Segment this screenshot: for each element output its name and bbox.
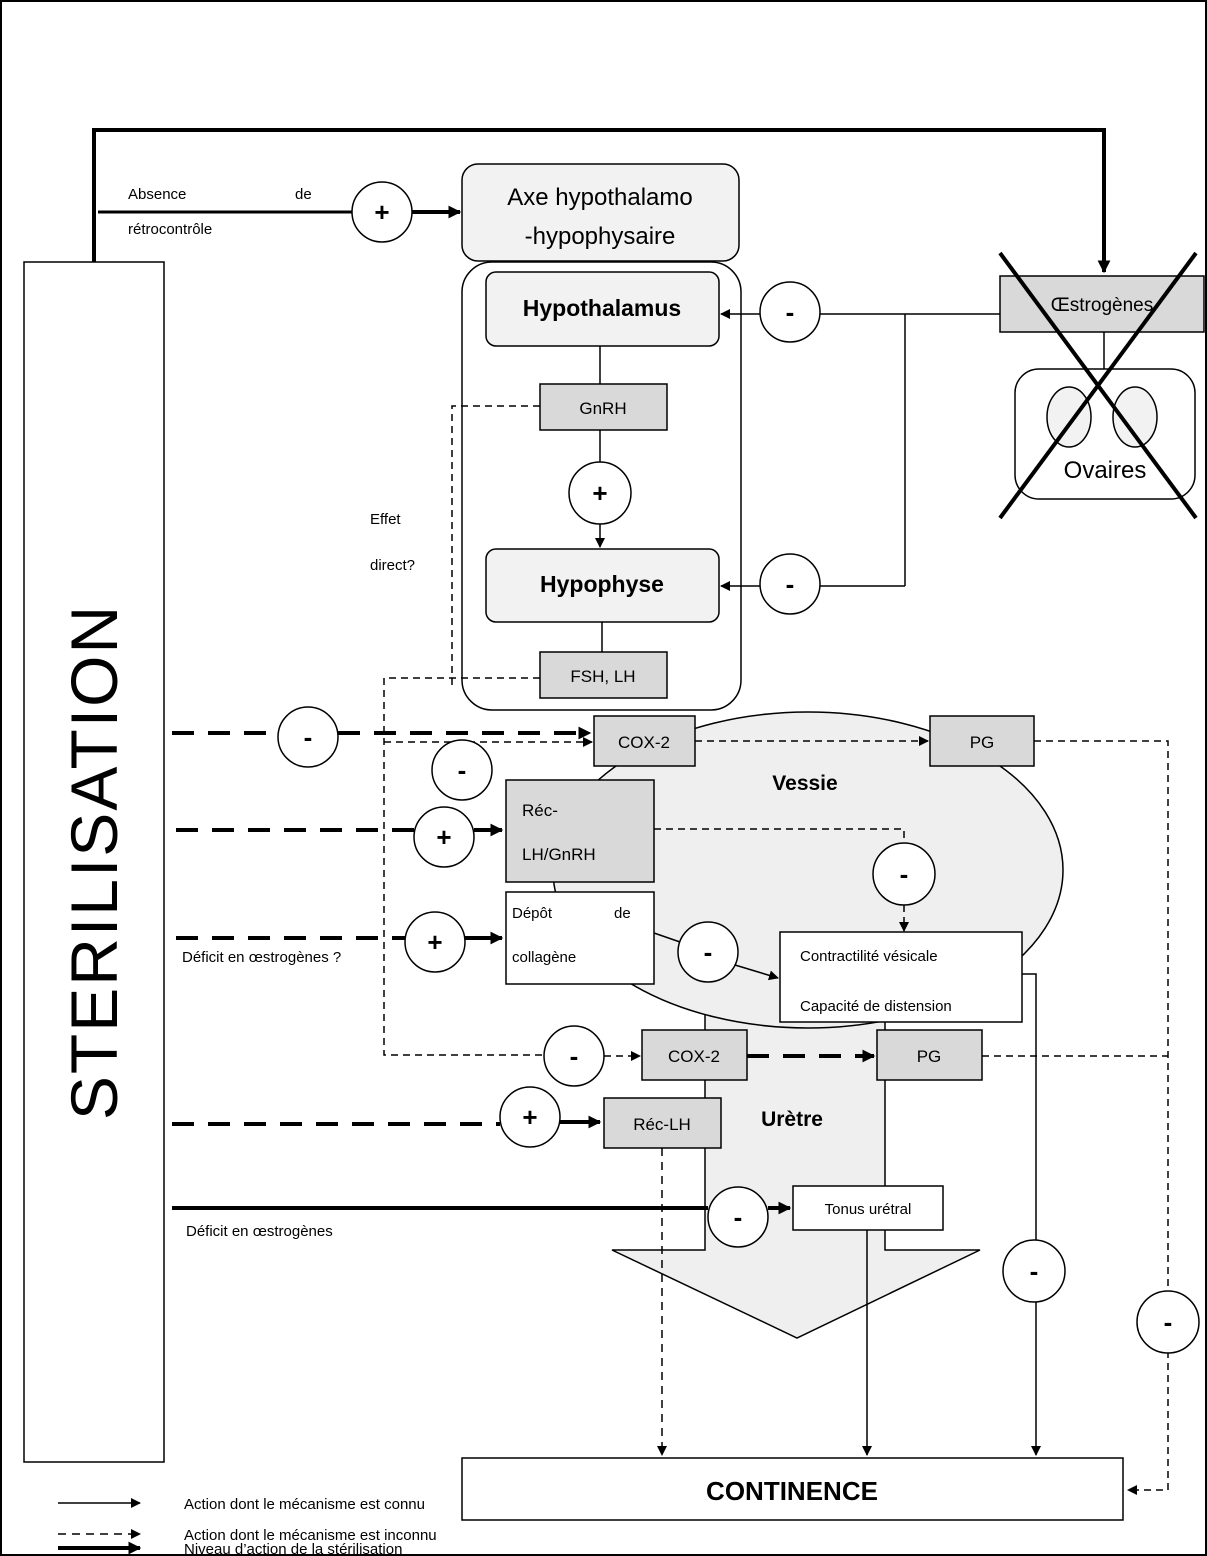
minus-text-rec-gnrh: - <box>900 859 909 889</box>
sterilisation-box <box>23 261 165 1463</box>
minus-text-hypothalamus: - <box>786 297 795 327</box>
plus-text-gnrh: + <box>592 478 607 508</box>
plus-sign-axe <box>351 181 413 243</box>
plus-sign-rec-lh <box>499 1086 561 1148</box>
minus-text-collagene: - <box>704 937 713 967</box>
minus-sign-cox2-fsh <box>431 739 493 801</box>
fsh-lh-dashed-line <box>383 677 544 1056</box>
minus-sign-hypophyse <box>759 553 821 615</box>
legend-unknown-label: Action dont le mécanisme est inconnu <box>184 1527 437 1544</box>
ovaires-label: Ovaires <box>1064 457 1147 484</box>
plus-text-axe: + <box>374 197 389 227</box>
plus-text-collagene: + <box>427 927 442 957</box>
plus-text-rec-gnrh: + <box>436 822 451 852</box>
absence-label-1b: de <box>295 186 312 203</box>
minus-sign-hypothalamus <box>759 281 821 343</box>
pg-bottom-label: PG <box>917 1047 942 1066</box>
minus-text-contractility: - <box>1030 1256 1039 1286</box>
collagene-label-1: Dépôt <box>512 905 553 922</box>
cox2-bottom-box <box>641 1029 748 1081</box>
gnrh-label: GnRH <box>579 399 626 418</box>
legend-level-label: Niveau d’action de la stérilisation <box>184 1541 402 1556</box>
minus-sign-pg-bottom <box>1136 1290 1200 1354</box>
minus-sign-tonus <box>707 1186 769 1248</box>
rec-lh-gnrh-box <box>505 779 655 883</box>
oestrogenes-label: Œstrogènes <box>1051 295 1153 316</box>
minus-text-cox2-fsh: - <box>458 755 467 785</box>
minus-text-cox2-bottom: - <box>570 1041 579 1071</box>
deficit-question-label: Déficit en œstrogènes ? <box>182 949 341 966</box>
collagene-contractility-line-a <box>653 932 681 943</box>
minus-text-hypophyse: - <box>786 569 795 599</box>
uretre-label: Urètre <box>761 1108 823 1131</box>
axe-label-line1: Axe hypothalamo <box>507 184 692 211</box>
continence-label: CONTINENCE <box>706 1476 878 1506</box>
axe-label-line2: -hypophysaire <box>525 223 676 250</box>
minus-sign-contractility <box>1002 1239 1066 1303</box>
plus-text-rec-lh: + <box>522 1102 537 1132</box>
contractility-continence-line <box>1022 973 1037 1253</box>
gnrh-direct-effect-line <box>451 405 540 688</box>
minus-text-pg-bottom: - <box>1164 1307 1173 1337</box>
gnrh-box <box>539 383 668 431</box>
hypothalamus-label: Hypothalamus <box>523 295 681 321</box>
minus-sign-cox2-top <box>277 706 339 768</box>
ovary-left-shape <box>1046 386 1092 448</box>
cox2-bottom-label: COX-2 <box>668 1047 720 1066</box>
vessie-label: Vessie <box>772 772 837 795</box>
sterilisation-label: STERILISATION <box>57 604 131 1120</box>
cox2-top-label: COX-2 <box>618 733 670 752</box>
fsh-lh-label: FSH, LH <box>570 667 635 686</box>
top-loop-line <box>92 128 1111 274</box>
absence-label-2: rétrocontrôle <box>128 221 212 238</box>
tonus-box <box>792 1185 944 1231</box>
plus-sign-rec-gnrh <box>413 806 475 868</box>
tonus-label: Tonus urétral <box>825 1201 912 1218</box>
legend-known-label: Action dont le mécanisme est connu <box>184 1496 425 1513</box>
hypophyse-label: Hypophyse <box>540 571 664 597</box>
plus-sign-collagene <box>404 911 466 973</box>
collagene-label-1b: de <box>614 905 631 922</box>
rec-lh-gnrh-label-2: LH/GnRH <box>522 845 596 864</box>
axis-container <box>461 261 742 711</box>
deficit-label: Déficit en œstrogènes <box>186 1223 333 1240</box>
axe-box <box>461 163 740 262</box>
minus-text-tonus: - <box>734 1202 743 1232</box>
rec-lh-gnrh-label-1: Réc- <box>522 801 558 820</box>
continence-box <box>461 1457 1124 1521</box>
collagene-contractility-arrow <box>734 964 779 981</box>
hypothalamus-box <box>485 271 720 347</box>
rec-lh-label: Réc-LH <box>633 1115 691 1134</box>
rec-lh-box <box>603 1097 722 1149</box>
pg-top-label: PG <box>970 733 995 752</box>
effet-label-1: Effet <box>370 511 401 528</box>
minus-sign-collagene <box>677 921 739 983</box>
collagene-box <box>505 891 655 985</box>
pg-bottom-box <box>876 1029 983 1081</box>
absence-label-1: Absence <box>128 186 186 203</box>
ovary-right-shape <box>1112 386 1158 448</box>
minus-text-cox2-top: - <box>304 722 313 752</box>
cross-line-2 <box>998 251 1198 520</box>
effet-label-2: direct? <box>370 557 415 574</box>
contractility-label-1: Contractilité vésicale <box>800 948 938 965</box>
contractility-box <box>779 931 1023 1023</box>
fsh-lh-box <box>539 651 668 699</box>
contractility-label-2: Capacité de distension <box>800 998 952 1015</box>
pg-top-continence-line <box>1034 740 1169 1495</box>
collagene-label-2: collagène <box>512 949 576 966</box>
